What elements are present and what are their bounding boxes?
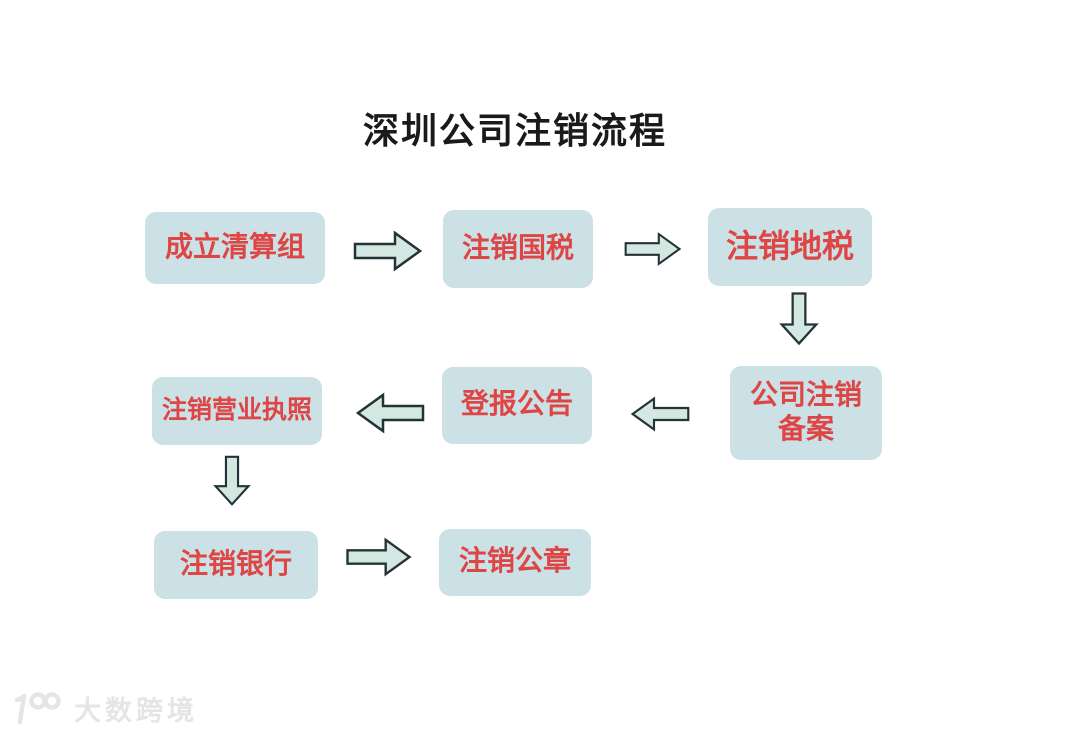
arrow-down-icon-step6	[213, 455, 251, 506]
watermark-brand-text: 大数跨境	[74, 695, 198, 726]
node-cancel-official-seal: 注销公章	[439, 529, 591, 596]
node-cancel-local-tax: 注销地税	[708, 208, 872, 286]
watermark: 大数跨境	[10, 688, 198, 728]
node-cancel-business-license: 注销营业执照	[152, 377, 322, 445]
node-label: 公司注销 备案	[749, 379, 862, 445]
arrow-left-icon-step4	[630, 396, 690, 432]
arrow-right-icon-step2	[624, 232, 682, 266]
page-title: 深圳公司注销流程	[362, 111, 667, 151]
arrow-right-icon-step1	[353, 230, 423, 272]
node-cancel-national-tax: 注销国税	[443, 210, 593, 288]
watermark-100-logo-icon	[14, 692, 61, 725]
node-establish-liquidation-group: 成立清算组	[145, 212, 325, 284]
node-company-deregistration-filing: 公司注销 备案	[730, 366, 882, 460]
node-cancel-bank: 注销银行	[154, 531, 318, 599]
arrow-down-icon-step3	[779, 292, 819, 346]
arrow-right-icon-step7	[346, 537, 412, 577]
node-newspaper-announcement: 登报公告	[442, 367, 592, 444]
arrow-left-icon-step5	[355, 392, 425, 434]
